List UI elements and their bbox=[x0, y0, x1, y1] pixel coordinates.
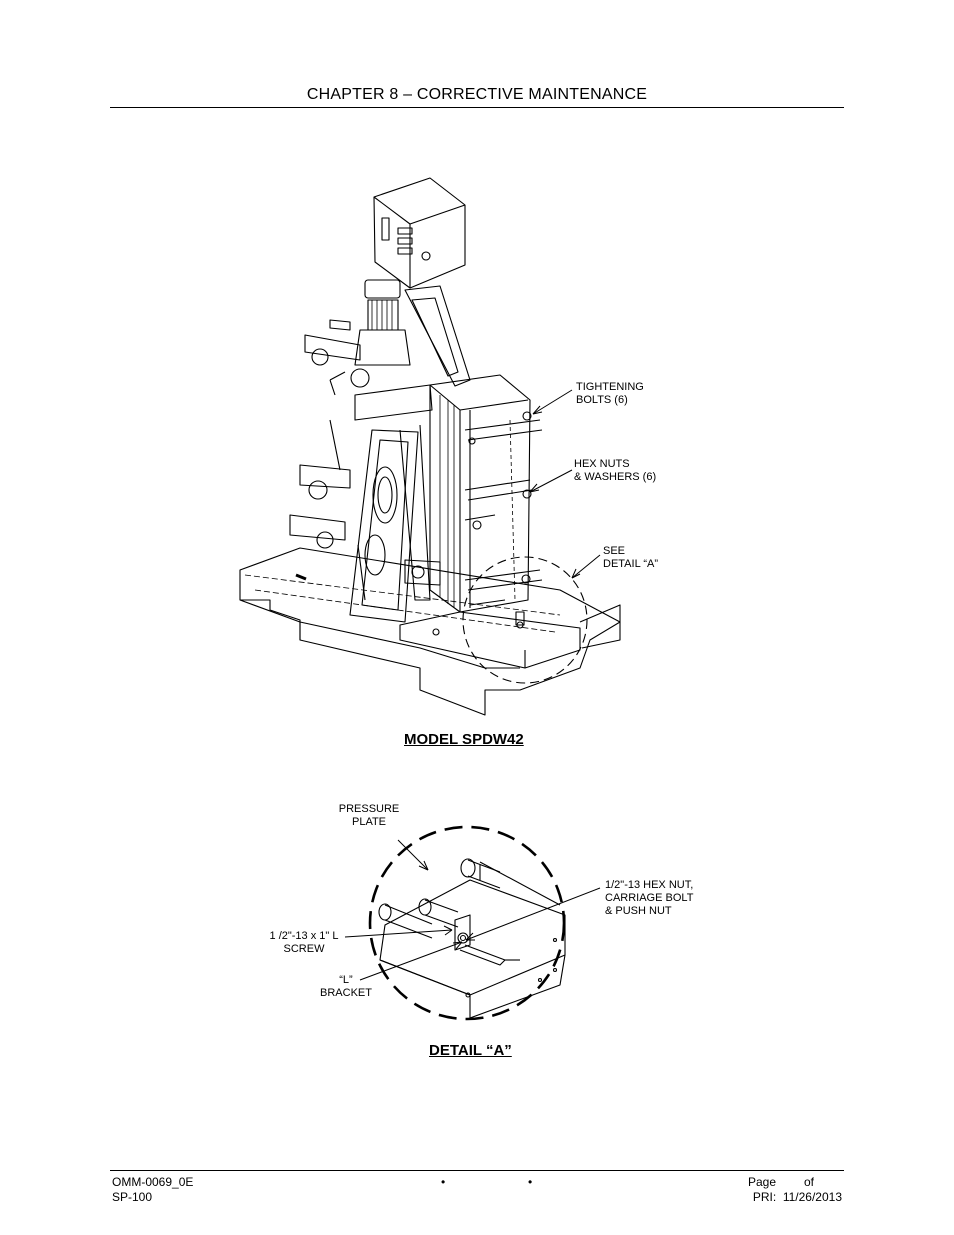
tightening-bolts bbox=[464, 411, 543, 606]
tightening-bolts-label: TIGHTENING BOLTS (6) bbox=[576, 381, 644, 407]
tightening-bolts-label-line2: BOLTS (6) bbox=[576, 394, 628, 406]
pressure-plate-label: PRESSURE PLATE bbox=[336, 803, 402, 829]
hex-nut-label-line3: & PUSH NUT bbox=[605, 905, 672, 917]
footer-bullet-left: • bbox=[441, 1175, 446, 1189]
footer-bullet-right: • bbox=[528, 1175, 533, 1189]
hex-nuts-label-line2: & WASHERS (6) bbox=[574, 471, 657, 483]
skid-base bbox=[239, 547, 621, 716]
pressure-plate-label-line2: PLATE bbox=[351, 816, 387, 828]
page-header-title: CHAPTER 8 – CORRECTIVE MAINTENANCE bbox=[306, 86, 648, 103]
l-bracket-label-line1: “L” bbox=[339, 974, 353, 986]
l-bracket-label: “L” BRACKET bbox=[316, 974, 376, 1000]
hex-nuts-label-line1: HEX NUTS bbox=[574, 458, 630, 470]
footer-rule bbox=[110, 1170, 844, 1171]
pressure-plate-label-line1: PRESSURE bbox=[338, 803, 400, 815]
hex-nut-label-line1: 1/2"-13 HEX NUT, bbox=[605, 879, 694, 891]
detail-leaders bbox=[344, 839, 601, 981]
see-detail-label-line1: SEE bbox=[603, 545, 626, 557]
detail-figure-caption: DETAIL “A” bbox=[429, 1042, 512, 1059]
footer-revision: PRI: 11/26/2013 bbox=[752, 1190, 842, 1204]
screw-label: 1 /2"-13 x 1" L SCREW bbox=[266, 930, 342, 956]
header-rule bbox=[110, 107, 844, 108]
frame bbox=[349, 285, 471, 623]
tightening-bolts-label-line1: TIGHTENING bbox=[576, 381, 644, 393]
footer-doc-number: OMM-0069_0E bbox=[112, 1175, 194, 1189]
detail-bolts bbox=[378, 858, 501, 939]
hex-nut-carriage-bolt-label: 1/2"-13 HEX NUT, CARRIAGE BOLT & PUSH NU… bbox=[605, 879, 693, 918]
main-leaders bbox=[529, 389, 601, 579]
control-box bbox=[373, 177, 466, 289]
footer-model: SP-100 bbox=[112, 1190, 153, 1204]
see-detail-label-line2: DETAIL “A” bbox=[603, 558, 659, 570]
detail-a-circle bbox=[462, 556, 588, 684]
motor bbox=[354, 279, 411, 366]
screw-label-line1: 1 /2"-13 x 1" L bbox=[269, 930, 339, 942]
l-bracket-label-line2: BRACKET bbox=[320, 987, 372, 999]
see-detail-label: SEE DETAIL “A” bbox=[603, 545, 658, 571]
footer-of-label: of bbox=[804, 1175, 815, 1189]
detail-a-border bbox=[368, 825, 566, 1021]
hex-nut-label-line2: CARRIAGE BOLT bbox=[605, 892, 694, 904]
hex-nuts-label: HEX NUTS & WASHERS (6) bbox=[574, 458, 656, 484]
footer-page-label: Page bbox=[748, 1175, 777, 1189]
main-figure-caption: MODEL SPDW42 bbox=[404, 731, 524, 748]
screw-label-line2: SCREW bbox=[283, 943, 325, 955]
